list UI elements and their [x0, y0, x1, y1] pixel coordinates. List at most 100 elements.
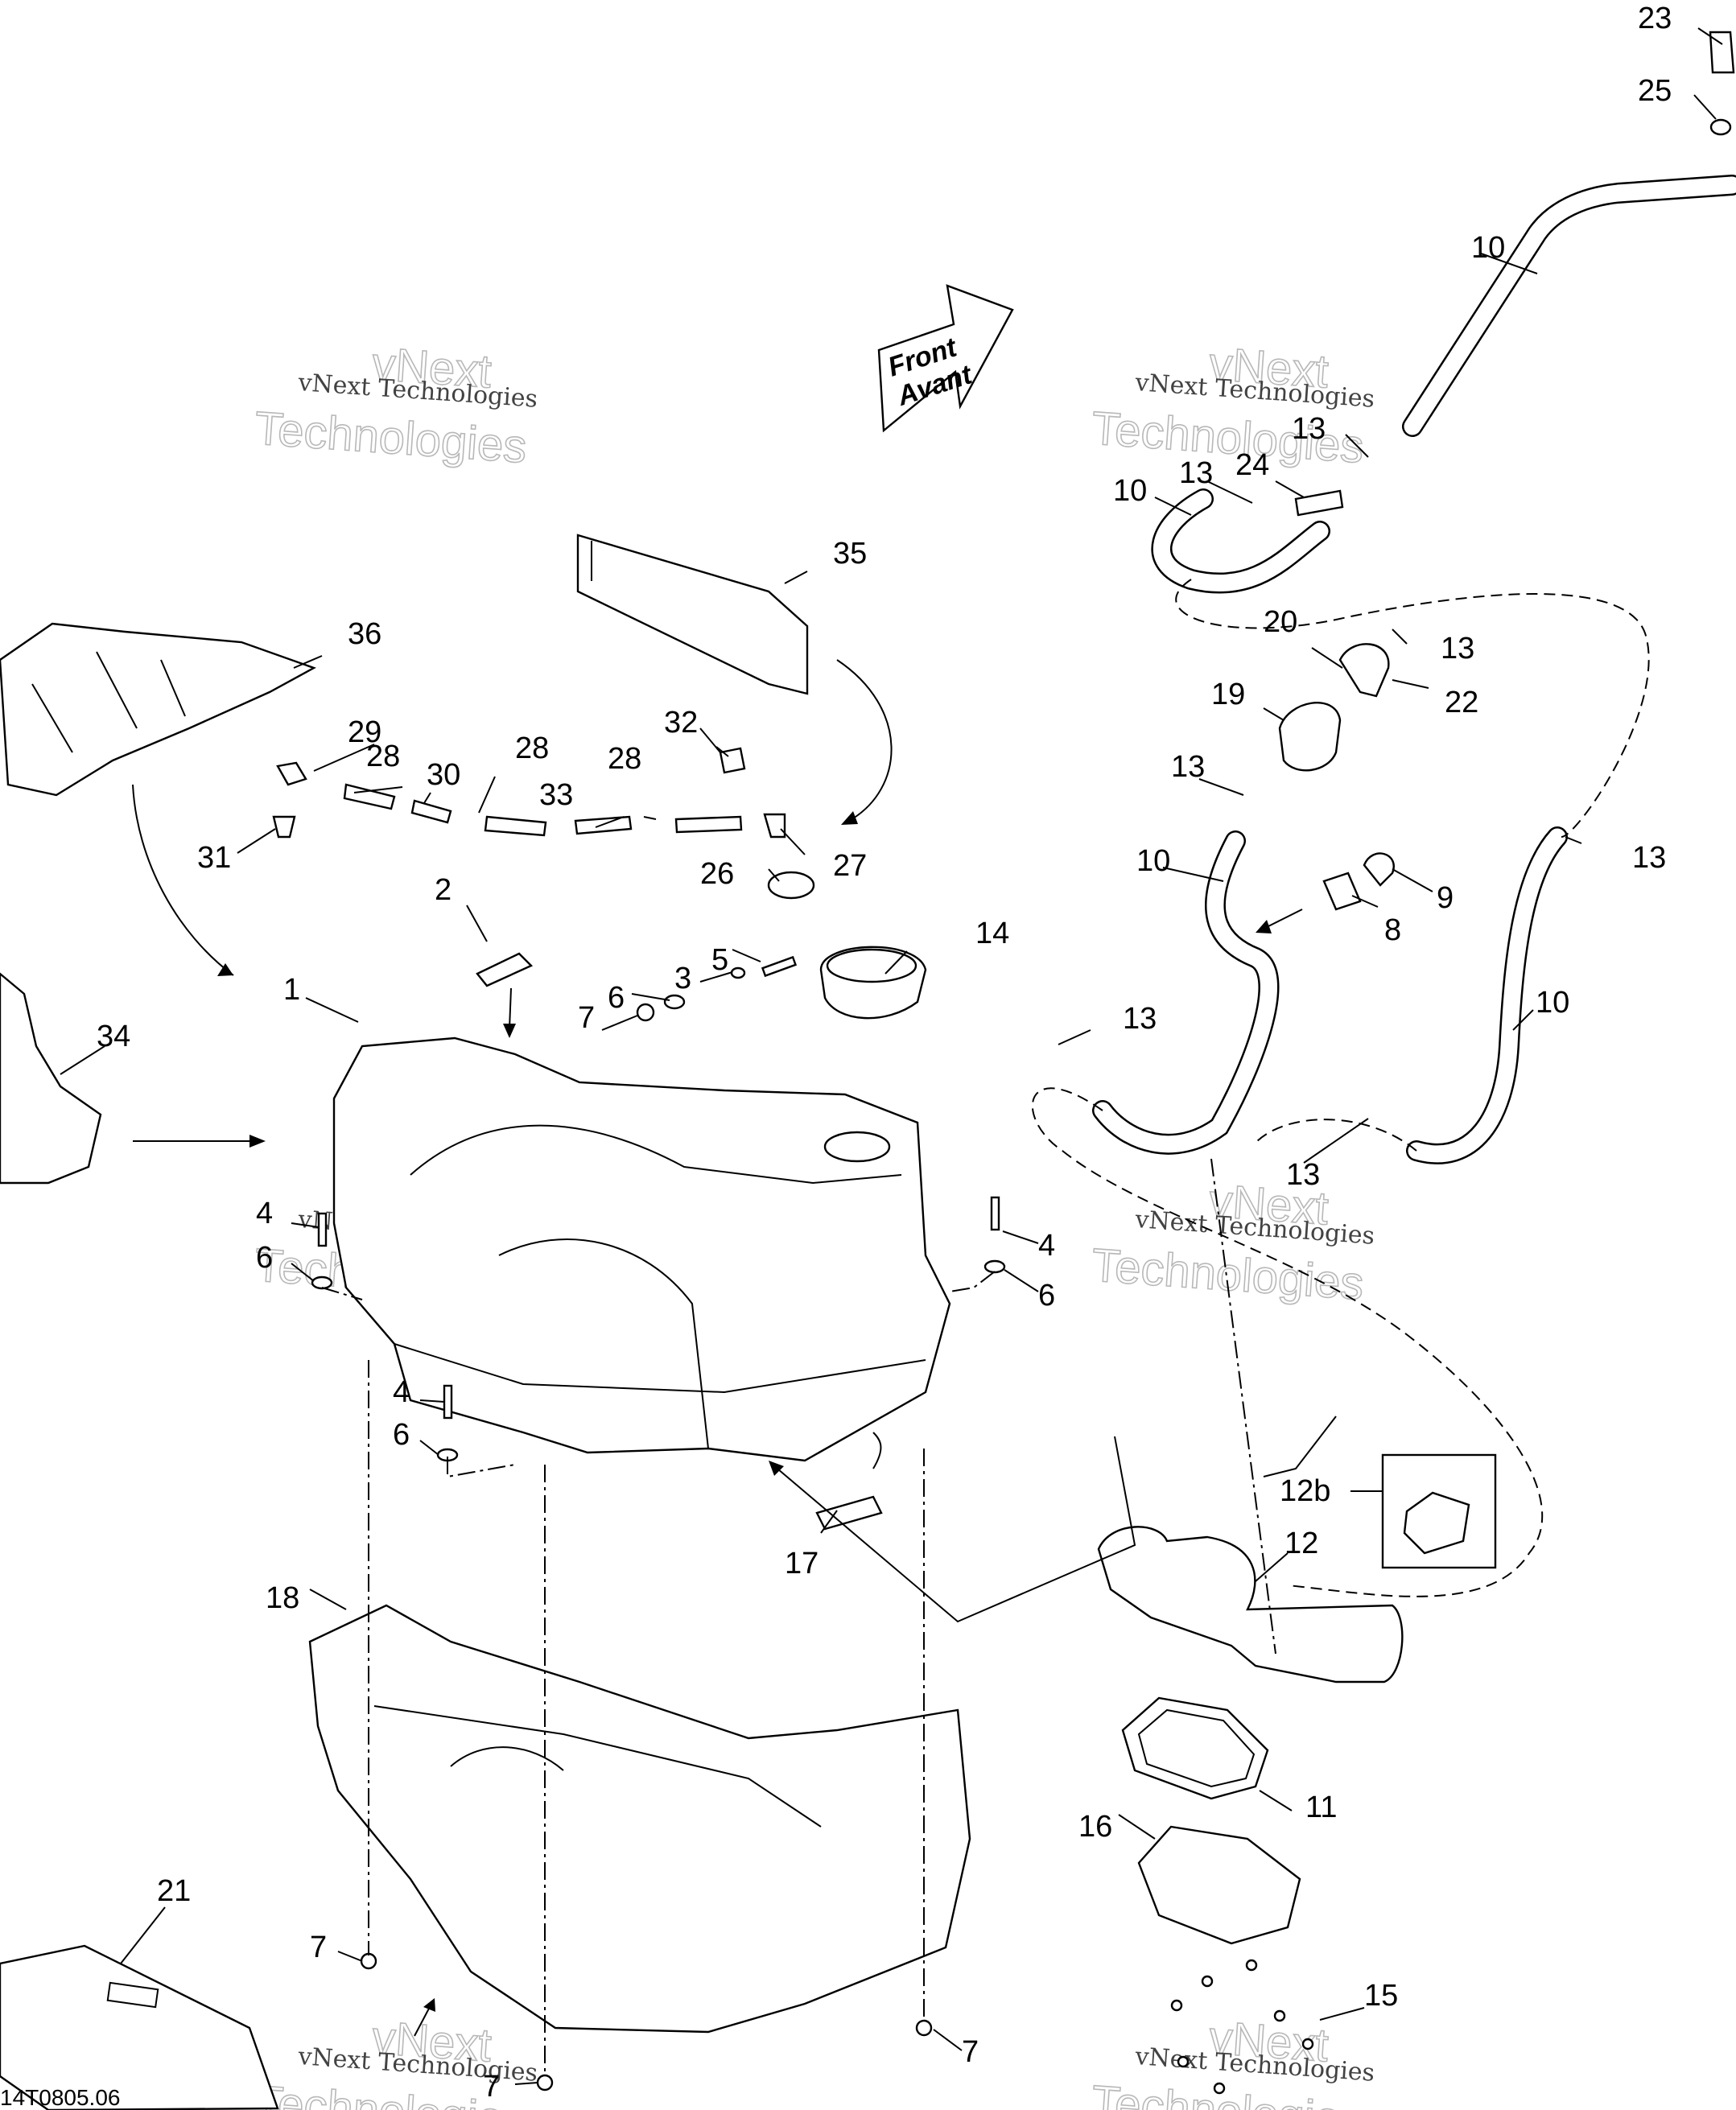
parts: [0, 31, 1736, 2110]
ring-25: [1709, 118, 1732, 136]
callout-labels: 1 2 3 4 4 4 5 6 6 6 6 7 7 7 7 8 9 10 10 …: [97, 2, 1672, 2104]
callout-30: 30: [427, 758, 460, 792]
watermark: vNext vNext Technologies Technologies: [1090, 337, 1376, 474]
callout-12: 12: [1284, 1527, 1318, 1560]
callout-21: 21: [157, 1874, 191, 1908]
bolt-4-right: [990, 1196, 1000, 1231]
callout-7: 7: [310, 1931, 327, 1964]
connector-24: [1294, 489, 1344, 517]
callout-34: 34: [97, 1020, 130, 1053]
callout-12b: 12b: [1280, 1474, 1330, 1508]
washer-6-left: [311, 1275, 333, 1290]
callout-13: 13: [1441, 632, 1474, 666]
callout-33: 33: [539, 778, 573, 812]
grommet-26: [767, 871, 815, 900]
callout-13: 13: [1292, 412, 1326, 446]
callout-1: 1: [283, 973, 300, 1007]
callout-13: 13: [1286, 1158, 1320, 1192]
callout-17: 17: [785, 1547, 819, 1580]
washer-6-right: [983, 1259, 1006, 1274]
callout-8: 8: [1384, 913, 1401, 947]
clip-9: [1363, 852, 1395, 887]
callout-31: 31: [197, 841, 231, 875]
callout-22: 22: [1445, 686, 1478, 719]
callout-19: 19: [1211, 678, 1245, 711]
callout-4: 4: [256, 1197, 273, 1230]
drawing-code: 14T0805.06: [0, 2085, 120, 2110]
clip-2: [476, 952, 534, 987]
callout-6: 6: [256, 1241, 273, 1275]
nut-7-top: [636, 1003, 655, 1022]
callout-14: 14: [975, 917, 1009, 950]
fuel-hose-10-upper: [1402, 175, 1736, 437]
callout-6: 6: [1038, 1279, 1055, 1313]
callout-7: 7: [578, 1001, 595, 1035]
callout-28: 28: [515, 731, 549, 765]
nut-7-b: [915, 2019, 933, 2037]
callout-25: 25: [1638, 74, 1672, 108]
callout-13: 13: [1171, 750, 1205, 784]
foam-pad-17: [815, 1495, 883, 1531]
callout-24: 24: [1235, 448, 1269, 482]
front-direction-arrow: Front Avant: [877, 284, 1014, 433]
callout-6: 6: [608, 981, 625, 1015]
nut-7-c: [536, 2074, 554, 2091]
watermark-technologies: Technologies: [253, 402, 528, 472]
callout-28: 28: [608, 742, 641, 776]
bolt-4-lower: [443, 1384, 453, 1420]
watermark-vnext: vNext: [370, 337, 493, 398]
vent-elbow-29: [276, 761, 307, 786]
assembly-lines: [321, 579, 1650, 2076]
callout-36: 36: [348, 617, 381, 651]
callout-10: 10: [1536, 986, 1569, 1020]
callout-28: 28: [366, 740, 400, 773]
vent-hose-28c: [674, 815, 743, 834]
screws-15: [1170, 1959, 1314, 2095]
callout-16: 16: [1078, 1810, 1112, 1844]
callout-10: 10: [1471, 231, 1505, 265]
watermark: vNext vNext Technologies Technologies: [253, 337, 539, 474]
fuel-tank-1: [332, 1036, 951, 1462]
fuel-filter-19: [1278, 702, 1342, 772]
callout-7: 7: [483, 2070, 500, 2104]
callout-29: 29: [348, 715, 381, 749]
vent-grommet-31: [272, 815, 296, 839]
vent-valve-30: [410, 799, 452, 824]
callout-13: 13: [1179, 456, 1213, 490]
callout-32: 32: [664, 706, 698, 740]
assembly-arrows: [132, 659, 1303, 2037]
callout-35: 35: [833, 537, 867, 571]
skid-plate-18: [308, 1604, 971, 2034]
vent-hose-28b: [484, 815, 547, 837]
callout-23: 23: [1638, 2, 1672, 35]
plate-21: [0, 1944, 279, 2110]
screw-5: [761, 955, 798, 978]
callout-13: 13: [1123, 1002, 1157, 1036]
callout-4: 4: [1038, 1229, 1055, 1263]
callout-26: 26: [700, 857, 734, 891]
callout-11: 11: [1305, 1791, 1337, 1824]
callout-4: 4: [393, 1375, 410, 1409]
nut-7-a: [360, 1952, 377, 1970]
watermark: vNext vNext Technologies Technologies: [1090, 2011, 1376, 2110]
fuel-pump-12: [1097, 1526, 1404, 1683]
callout-10: 10: [1136, 844, 1170, 878]
bolt-4-left: [317, 1212, 328, 1247]
nut-3: [730, 966, 746, 979]
gasket-11: [1121, 1696, 1269, 1800]
lock-ring-16: [1137, 1825, 1301, 1945]
filter-clamp-20: [1338, 643, 1390, 698]
leader-lines: [60, 27, 1723, 2085]
watermark-vnext: vNext: [1207, 337, 1330, 398]
watermark-vnext: vNext: [1207, 1174, 1330, 1234]
vent-hose-28a: [343, 783, 396, 810]
callout-15: 15: [1364, 1979, 1398, 2013]
fuel-hose-10-left: [1092, 830, 1280, 1155]
side-shield-34: [0, 972, 102, 1185]
connector-23: [1709, 31, 1735, 74]
watermark-vnext: vNext: [370, 2011, 493, 2071]
panel-35: [576, 534, 809, 695]
callout-2: 2: [435, 873, 452, 907]
callout-10: 10: [1113, 474, 1147, 508]
callout-27: 27: [833, 849, 867, 883]
